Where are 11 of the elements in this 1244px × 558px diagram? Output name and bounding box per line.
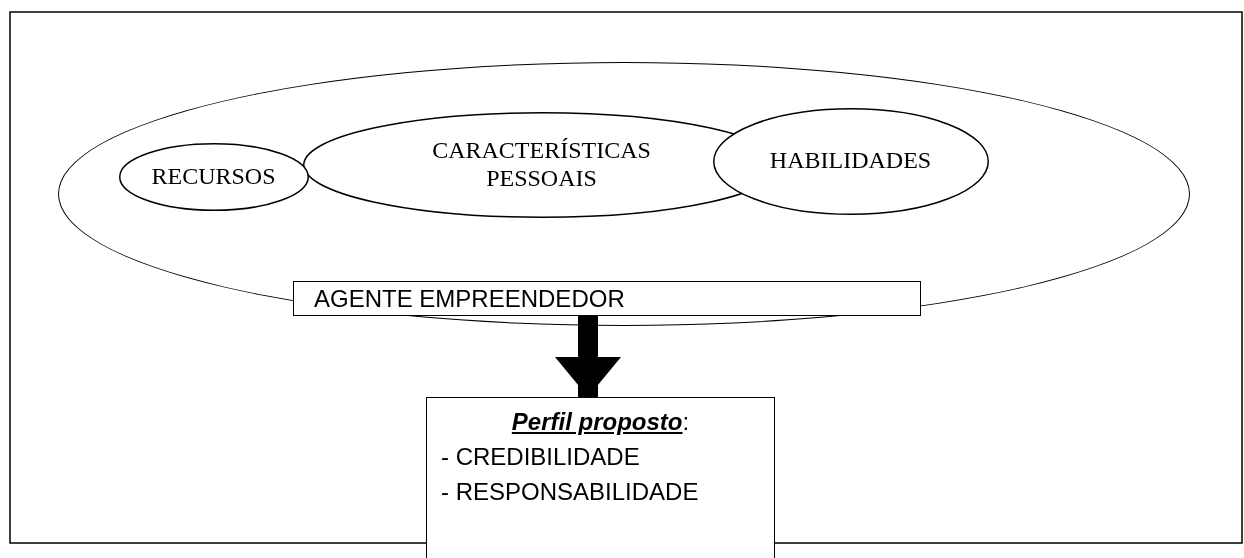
node-label: Perfil proposto: <box>511 407 690 437</box>
node-label: - CREDIBILIDADE <box>441 442 640 472</box>
text-box <box>426 397 775 558</box>
node-label: - RESPONSABILIDADE <box>441 477 699 507</box>
node-label: RECURSOS <box>151 162 276 191</box>
arrow <box>555 316 621 397</box>
node-label: HABILIDADES <box>769 147 932 175</box>
ellipse-shape <box>118 142 309 211</box>
ellipse-shape <box>712 107 989 215</box>
node-label: AGENTE EMPREENDEDOR <box>314 284 626 313</box>
node-label: CARACTERÍSTICAS PESSOAIS <box>431 136 652 193</box>
